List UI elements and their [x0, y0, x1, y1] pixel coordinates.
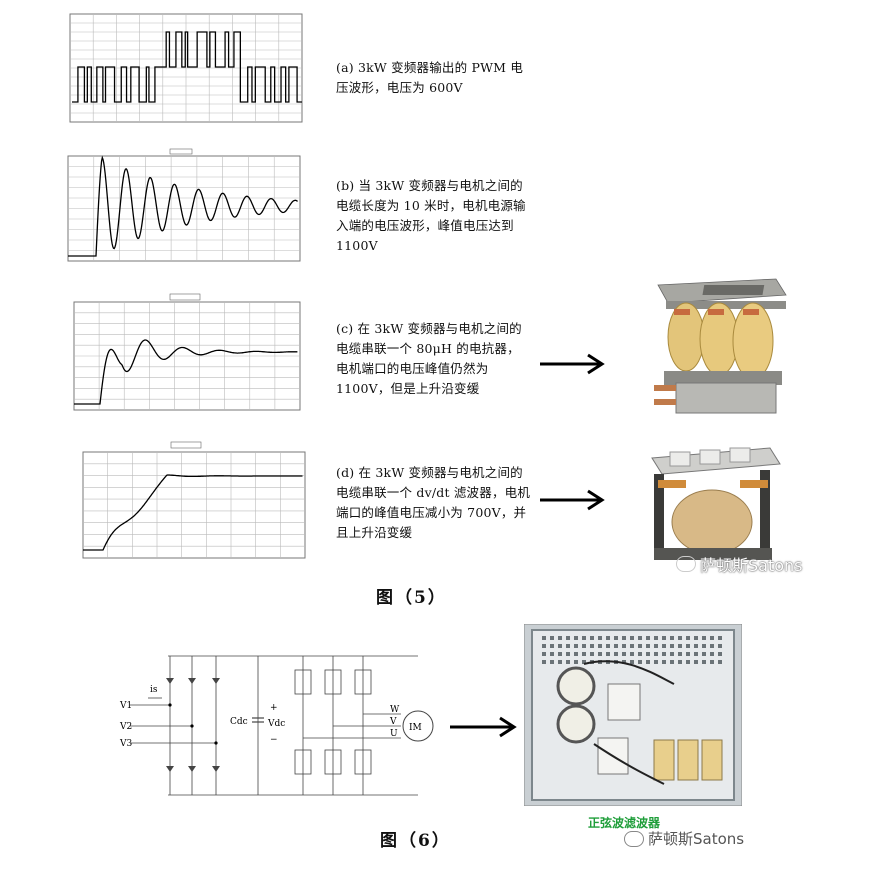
phase-v: V [389, 717, 397, 727]
wechat-logo-icon [676, 556, 696, 572]
phase-w: W [390, 705, 400, 715]
reactor-photo [636, 275, 796, 425]
watermark-satons: 萨顿斯Satons [676, 552, 803, 576]
motor-label: IM [409, 723, 422, 733]
figure5-label: 图（5） [376, 588, 447, 608]
waveform-c [62, 290, 312, 418]
waveform-b [58, 146, 313, 271]
arrow-right-icon [450, 716, 517, 738]
figure6-label: 图（6） [380, 831, 451, 851]
watermark-satons-2: 萨顿斯Satons [624, 828, 744, 849]
vdc-label: Vdc [267, 719, 285, 729]
input-v1: V1 [119, 701, 132, 711]
caption-b: (b) 当 3kW 变频器与电机之间的电缆长度为 10 米时，电机电源输入端的电… [336, 178, 526, 253]
plus-sign: + [270, 703, 278, 713]
input-v3: V3 [119, 739, 132, 749]
cap-label: Cdc [230, 717, 248, 727]
wechat-logo-icon [624, 830, 644, 847]
sine-filter-caption: 正弦波滤波器 [588, 816, 661, 830]
dvdt-filter-photo [640, 440, 790, 575]
watermark-text: 萨顿斯Satons [648, 830, 745, 848]
input-v2: V2 [119, 722, 132, 732]
caption-d: (d) 在 3kW 变频器与电机之间的电缆串联一个 dv/dt 滤波器，电机端口… [336, 465, 531, 540]
inverter-circuit-diagram: V1 V2 V3 is Cdc + − Vdc W V U IM [119, 655, 434, 796]
sine-filter-cabinet-photo [524, 624, 742, 806]
current-is: is [150, 685, 158, 695]
watermark-text: 萨顿斯Satons [700, 556, 803, 575]
caption-c: (c) 在 3kW 变频器与电机之间的电缆串联一个 80μH 的电抗器，电机端口… [336, 321, 522, 396]
waveform-a [62, 12, 312, 137]
arrow-right-icon [540, 353, 605, 375]
phase-u: U [390, 729, 398, 739]
minus-sign: − [270, 735, 278, 745]
caption-a: (a) 3kW 变频器输出的 PWM 电压波形，电压为 600V [336, 60, 524, 95]
waveform-d [75, 438, 310, 566]
arrow-right-icon [540, 489, 605, 511]
